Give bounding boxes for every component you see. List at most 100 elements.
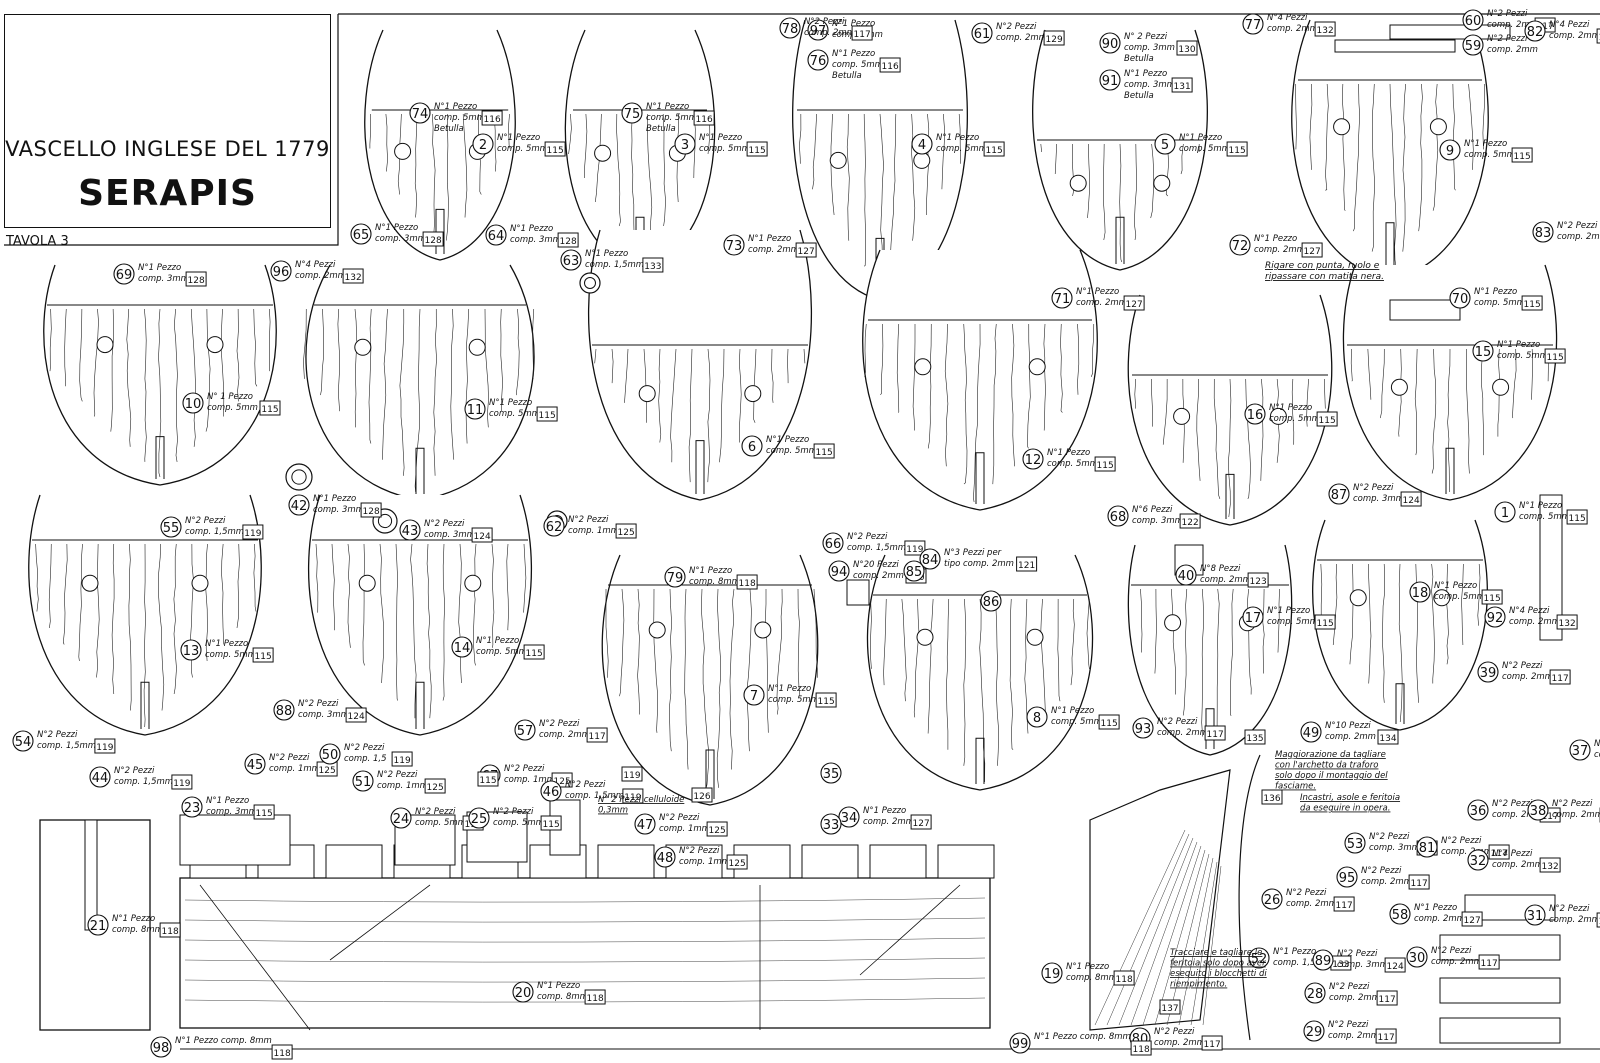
part-number: 78: [782, 22, 799, 37]
wood-grain: [813, 588, 818, 678]
part-number: 75: [624, 107, 641, 122]
sheet-ref-box: [1043, 30, 1065, 46]
sheet-ref-box: [1244, 729, 1266, 745]
keel-slot: [140, 681, 150, 729]
loose-ref: 126: [691, 787, 713, 803]
callout-circle: [1406, 946, 1428, 968]
part-number: 2: [479, 138, 487, 153]
part-thickness: comp. 8mm: [1066, 973, 1117, 983]
sheet-ref: 117: [1537, 22, 1554, 32]
wood-grain: [1371, 83, 1375, 252]
part-quantity: N°2 Pezzi: [1157, 717, 1198, 727]
sheet-ref-box: [621, 766, 643, 782]
wood-grain: [765, 589, 769, 733]
wood-grain: [143, 543, 146, 728]
part-thickness: comp. 2mm: [295, 271, 346, 281]
sheet-ref: 115: [1097, 461, 1114, 471]
part-quantity: N°1 Pezzo: [1254, 234, 1297, 244]
part-number: 17: [1245, 611, 1262, 626]
callout-circle: [1494, 501, 1516, 523]
part-number: 40: [1178, 569, 1195, 584]
part-number: 13: [183, 644, 200, 659]
part-thickness: comp. 5mm: [207, 403, 258, 413]
keel-tooth: [937, 844, 995, 879]
frame-hole: [1492, 378, 1510, 396]
callout-circle: [543, 515, 565, 537]
wood-grain: [184, 917, 986, 923]
sheet-ref-box: [1596, 912, 1600, 928]
small-part: [179, 814, 291, 866]
wood-grain: [913, 598, 920, 718]
sheet-ref: 137: [1161, 1004, 1178, 1014]
callout-circle: [1336, 866, 1358, 888]
part-number: 49: [1303, 726, 1320, 741]
wood-grain: [1130, 841, 1198, 1026]
sheet-ref-box: [706, 821, 728, 837]
callout-circle: [674, 133, 696, 155]
keel-slot: [695, 440, 705, 494]
wood-grain: [1027, 323, 1031, 449]
part-material: Betulla: [434, 124, 464, 134]
part-material: Betulla: [646, 124, 676, 134]
note-line: feritoia solo dopo aver: [1170, 959, 1266, 969]
callout-circle: [150, 1036, 172, 1058]
note-line: Incastri, asole e feritoia: [1300, 793, 1400, 803]
sheet-ref-box: [1376, 990, 1398, 1006]
wood-grain: [1431, 563, 1435, 684]
wood-grain: [1166, 853, 1210, 1026]
wood-grain: [1213, 378, 1221, 499]
note-line: Tracciare e tagliare le: [1170, 948, 1262, 958]
wood-grain: [236, 543, 240, 629]
callout-circle: [1344, 832, 1366, 854]
wood-grain: [379, 543, 385, 684]
wood-grain: [320, 308, 324, 396]
frame-outline: [1127, 294, 1333, 526]
sheet-ref: 125: [319, 766, 336, 776]
frame-outline: [28, 494, 262, 736]
wood-grain: [78, 543, 83, 662]
loose-ref: 137: [1159, 999, 1181, 1015]
note-line: fasciame.: [1275, 782, 1316, 792]
callout-circle: [1242, 13, 1264, 35]
sheet-ref-box: [693, 110, 715, 126]
part-quantity: N°6 Pezzi: [1132, 505, 1173, 515]
part-quantity: N°2 Pezzi: [1557, 221, 1598, 231]
part-thickness: comp. 2mm: [748, 245, 799, 255]
callout-circle: [468, 807, 490, 829]
part-quantity: N°2 Pezzi: [1328, 1020, 1369, 1030]
callout-circle: [1261, 888, 1283, 910]
frame-bulkhead: [28, 494, 262, 736]
wood-grain: [662, 113, 666, 227]
keel-slot: [975, 452, 985, 504]
sheet-ref-box: [1566, 509, 1588, 525]
part-quantity: N°1 Pezzo: [1124, 69, 1167, 79]
note-line: riempimento.: [1170, 980, 1227, 990]
sheet-ref: 115: [1319, 416, 1336, 426]
part-thickness: comp. 5mm: [1179, 144, 1230, 154]
note-line: Maggiorazione da tagliare: [1275, 750, 1386, 760]
part-quantity: N°1 Pezzo: [1414, 903, 1457, 913]
frame-bulkhead: [1127, 294, 1333, 526]
wood-grain: [1154, 588, 1157, 674]
part-quantity: N°1 Pezzo: [1047, 448, 1090, 458]
part-number: 32: [1470, 854, 1487, 869]
frame-hole: [206, 336, 224, 354]
part-thickness: comp. 2mm: [1431, 957, 1482, 967]
part-number: 53: [1347, 837, 1364, 852]
part-quantity: N°1 Pezzo: [768, 684, 811, 694]
wood-grain: [184, 937, 986, 943]
part-thickness: comp. 2mm: [996, 33, 1047, 43]
wood-grain: [1103, 143, 1106, 241]
sheet-ref: 115: [1229, 146, 1246, 156]
part-number: 87: [1331, 488, 1348, 503]
part-quantity: N°2 Pezzi: [679, 846, 720, 856]
